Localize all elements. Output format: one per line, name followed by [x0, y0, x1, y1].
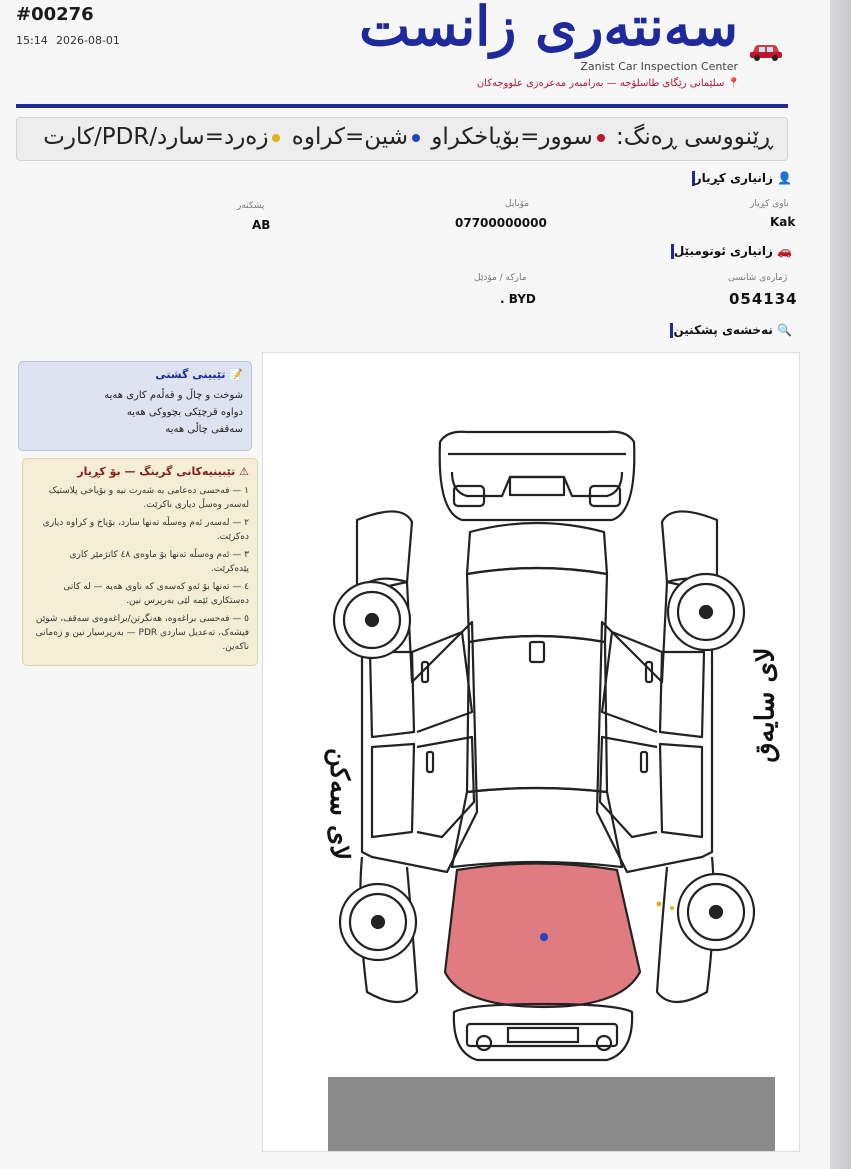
windshield: [465, 634, 609, 794]
header-divider: [16, 104, 788, 108]
note-line: شوخت و چاڵ و قەڵەم کاری هەیە: [104, 390, 243, 401]
rear-view: [438, 430, 636, 522]
legend-title: ڕێنووسی ڕەنگ:: [616, 124, 773, 150]
signature-strip: [328, 1077, 775, 1151]
note-line: سەقفی چاڵی هەیە: [165, 424, 243, 435]
general-notes-box: 📝 تێبینی گشتی شوخت و چاڵ و قەڵەم کاری هە…: [18, 361, 252, 451]
document-date: 2026-08-01: [56, 34, 120, 47]
car-diagram-panel: [262, 352, 800, 1152]
document-time: 15:14: [16, 34, 48, 47]
section-bar: [670, 244, 674, 259]
wheel-icon: [676, 872, 756, 952]
right-side: [595, 510, 719, 1004]
inspection-sheet: #00276 15:14 2026-08-01 سەنتەری زانست Za…: [0, 0, 830, 1169]
car-damage-diagram: [332, 430, 756, 1062]
passenger-side-label: لای سەکن: [324, 748, 354, 861]
brand-value: . BYD: [500, 292, 536, 306]
pin-icon: 📍: [727, 78, 740, 89]
cabin: [450, 786, 624, 869]
buyer-name-label: ناوی کڕیار: [750, 199, 789, 209]
section-bar: [670, 323, 674, 338]
front-view: [452, 1002, 634, 1062]
legend-content: ڕێنووسی ڕەنگ: سوور=بۆیاخکراو شین=کراوە ز…: [43, 124, 773, 150]
center-address: 📍 سلێمانی رێگای طاسلۆجە — بەرامبەر مەعرە…: [440, 78, 740, 89]
section-bar: [691, 171, 695, 186]
warning-icon: ⚠: [239, 465, 249, 478]
red-dot-icon: [596, 133, 605, 142]
rule-line: ٤ — تەنها بۆ ئەو کەسەی کە ناوی هەیە — لە…: [63, 582, 249, 606]
buyer-mobile-value: 07700000000: [455, 216, 547, 230]
chassis-label: ژمارەی شانسی: [728, 273, 788, 283]
mirror-marker: [528, 640, 546, 664]
rule-line: ٣ — ئەم وەسڵە تەنها بۆ ماوەی ٤٨ کاتژمێر …: [69, 550, 249, 574]
chassis-value: 054134: [729, 290, 798, 308]
center-title: سەنتەری زانست: [359, 0, 738, 58]
rule-line: ١ — فەحسی دەعامی بە شەرت نیە و بۆیاخی پل…: [48, 486, 249, 510]
person-icon: 👤: [777, 171, 792, 185]
inspector-value: AB: [252, 218, 271, 232]
car-icon: [750, 45, 782, 61]
yellow-dot-icon: [272, 133, 281, 142]
buyer-section-title: 👤 زانیاری کڕیار: [684, 171, 792, 186]
note-icon: 📝: [229, 368, 243, 381]
wheel-icon: [338, 882, 418, 962]
roof: [465, 566, 609, 644]
center-subtitle: Zanist Car Inspection Center: [580, 60, 738, 73]
brand-label: مارکە / مۆدێل: [474, 273, 527, 283]
paper-edge: [830, 0, 851, 1169]
document-number: #00276: [16, 4, 94, 25]
legend-item-opened: شین=کراوە: [291, 124, 408, 150]
legend-item-painted: سوور=بۆیاخکراو: [431, 124, 593, 150]
blue-dot-icon: [411, 133, 420, 142]
color-legend: ڕێنووسی ڕەنگ: سوور=بۆیاخکراو شین=کراوە ز…: [16, 117, 788, 161]
car-section-title: 🚗 زانیاری ئوتومبێل: [663, 244, 792, 259]
map-section-title: 🔍 نەخشەی پشکنین: [662, 323, 792, 338]
buyer-mobile-label: مۆبایل: [505, 199, 530, 209]
opened-mark: [540, 933, 548, 941]
notes-title: 📝 تێبینی گشتی: [155, 368, 243, 381]
car-small-icon: 🚗: [777, 244, 792, 258]
driver-side-label: لای سایەق: [750, 647, 781, 763]
address-text: سلێمانی رێگای طاسلۆجە — بەرامبەر مەعرەزی…: [476, 78, 725, 89]
inspector-label: پشکنەر: [237, 201, 265, 211]
rule-line: ٢ — لەسەر ئەم وەسڵە تەنها سارد، بۆیاخ و …: [42, 518, 249, 542]
target-icon: 🔍: [777, 323, 792, 337]
buyer-rules-box: ⚠ تێبینیەکانی گرینگ — بۆ کڕیار ١ — فەحسی…: [22, 458, 258, 666]
cold-mark: [656, 901, 662, 907]
rules-title: ⚠ تێبینیەکانی گرینگ — بۆ کڕیار: [77, 465, 249, 478]
wheel-icon: [666, 572, 746, 652]
legend-item-cold: زەرد=سارد/PDR/کارت: [43, 124, 269, 150]
buyer-name-value: Kak: [770, 215, 796, 229]
note-line: دواوە قرچێکی بچووکی هەیە: [126, 407, 243, 418]
rear-window: [465, 521, 609, 576]
cold-mark: [670, 906, 674, 910]
wheel-icon: [332, 580, 412, 660]
rule-line: ٥ — فەحسی براغەوە، هەنگرتن/براغەوەی سەقف…: [35, 614, 249, 652]
